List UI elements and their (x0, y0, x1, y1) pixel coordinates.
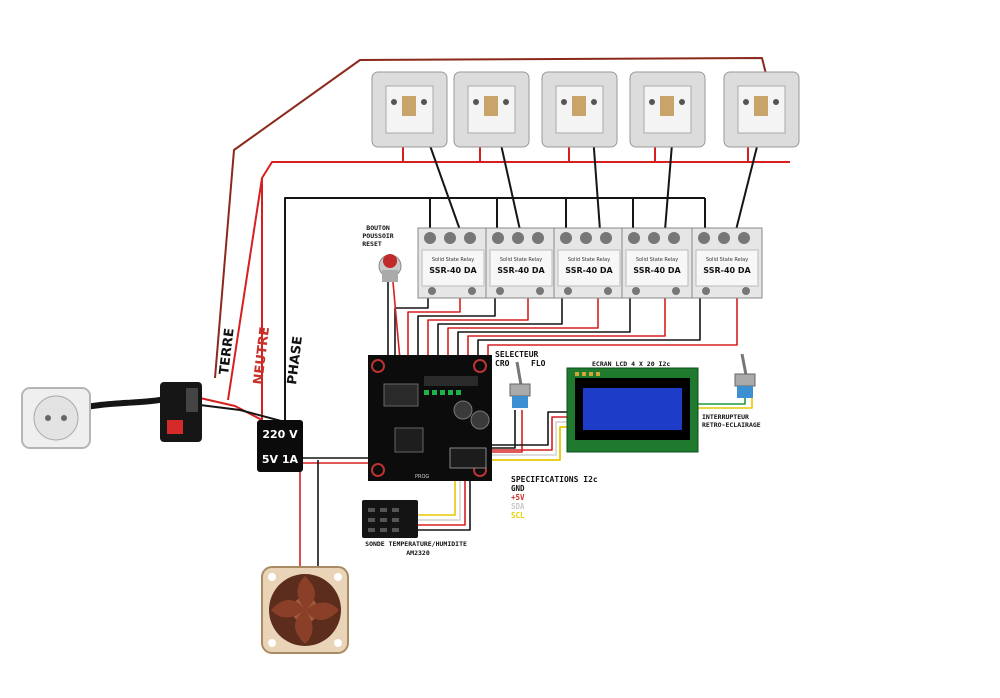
relay-sub: Solid State Relay (500, 257, 542, 263)
power-supply-icon: 220 V 5V 1A (257, 420, 303, 472)
fan-icon (261, 566, 349, 654)
psu-top-label: 220 V (262, 428, 298, 441)
relay-sub: Solid State Relay (432, 257, 474, 263)
outlet-module-icon (629, 71, 706, 148)
selecteur-label: SELECTEUR (495, 350, 539, 359)
relay-icon: Solid State Relay SSR-40 DA (553, 227, 625, 299)
iec-inlet-icon (160, 382, 202, 442)
outlet-module-icon (723, 71, 800, 148)
toggle-switch-icon (734, 353, 756, 398)
flo-label: FLO (531, 359, 546, 368)
wires (59, 57, 790, 570)
pcb-prog-label: PROG (415, 474, 429, 480)
toggle-switch-icon (509, 361, 531, 408)
outlet-module-icon (541, 71, 618, 148)
relay-model: SSR-40 DA (703, 266, 751, 275)
labels: TERRE NEUTRE PHASE BOUTON POUSSOIR RESET… (217, 224, 761, 557)
relay-sub: Solid State Relay (706, 257, 748, 263)
ecran-label: ECRAN LCD 4 X 20 I2c (592, 360, 670, 368)
sonde-label: SONDE TEMPERATURE/HUMIDITE AM2320 (365, 540, 471, 557)
relay-sub: Solid State Relay (568, 257, 610, 263)
specs-title: SPECIFICATIONS I2c (511, 475, 598, 484)
psu-bottom-label: 5V 1A (262, 453, 299, 466)
outlet-module-icon (453, 71, 530, 148)
spec-5v: +5V (511, 493, 525, 502)
relays: Solid State Relay SSR-40 DA Solid State … (417, 227, 763, 299)
interrupteur-label: INTERRUPTEUR RETRO-ECLAIRAGE (702, 413, 761, 429)
relay-icon: Solid State Relay SSR-40 DA (621, 227, 693, 299)
relay-model: SSR-40 DA (633, 266, 681, 275)
spec-gnd: GND (511, 484, 525, 493)
terre-label: TERRE (217, 327, 238, 375)
pcb-icon: PROG (368, 355, 492, 481)
relay-sub: Solid State Relay (636, 257, 678, 263)
cro-label: CRO (495, 359, 510, 368)
spec-sda: SDA (511, 502, 525, 511)
relay-model: SSR-40 DA (429, 266, 477, 275)
neutral-wire (227, 161, 790, 401)
phase-label: PHASE (285, 335, 306, 385)
relay-model: SSR-40 DA (497, 266, 545, 275)
relay-icon: Solid State Relay SSR-40 DA (417, 227, 489, 299)
neutre-label: NEUTRE (251, 326, 273, 385)
bouton-label: BOUTON POUSSOIR RESET (362, 224, 397, 248)
push-button-icon (378, 254, 402, 282)
relay-model: SSR-40 DA (565, 266, 613, 275)
relay-icon: Solid State Relay SSR-40 DA (691, 227, 763, 299)
relay-icon: Solid State Relay SSR-40 DA (485, 227, 557, 299)
sensor-icon (362, 500, 418, 538)
lcd-icon (566, 367, 699, 453)
wall-socket-icon (21, 387, 91, 449)
outlet-modules (371, 71, 800, 148)
outlet-module-icon (371, 71, 448, 148)
earth-wire (214, 57, 771, 379)
spec-scl: SCL (511, 511, 525, 520)
